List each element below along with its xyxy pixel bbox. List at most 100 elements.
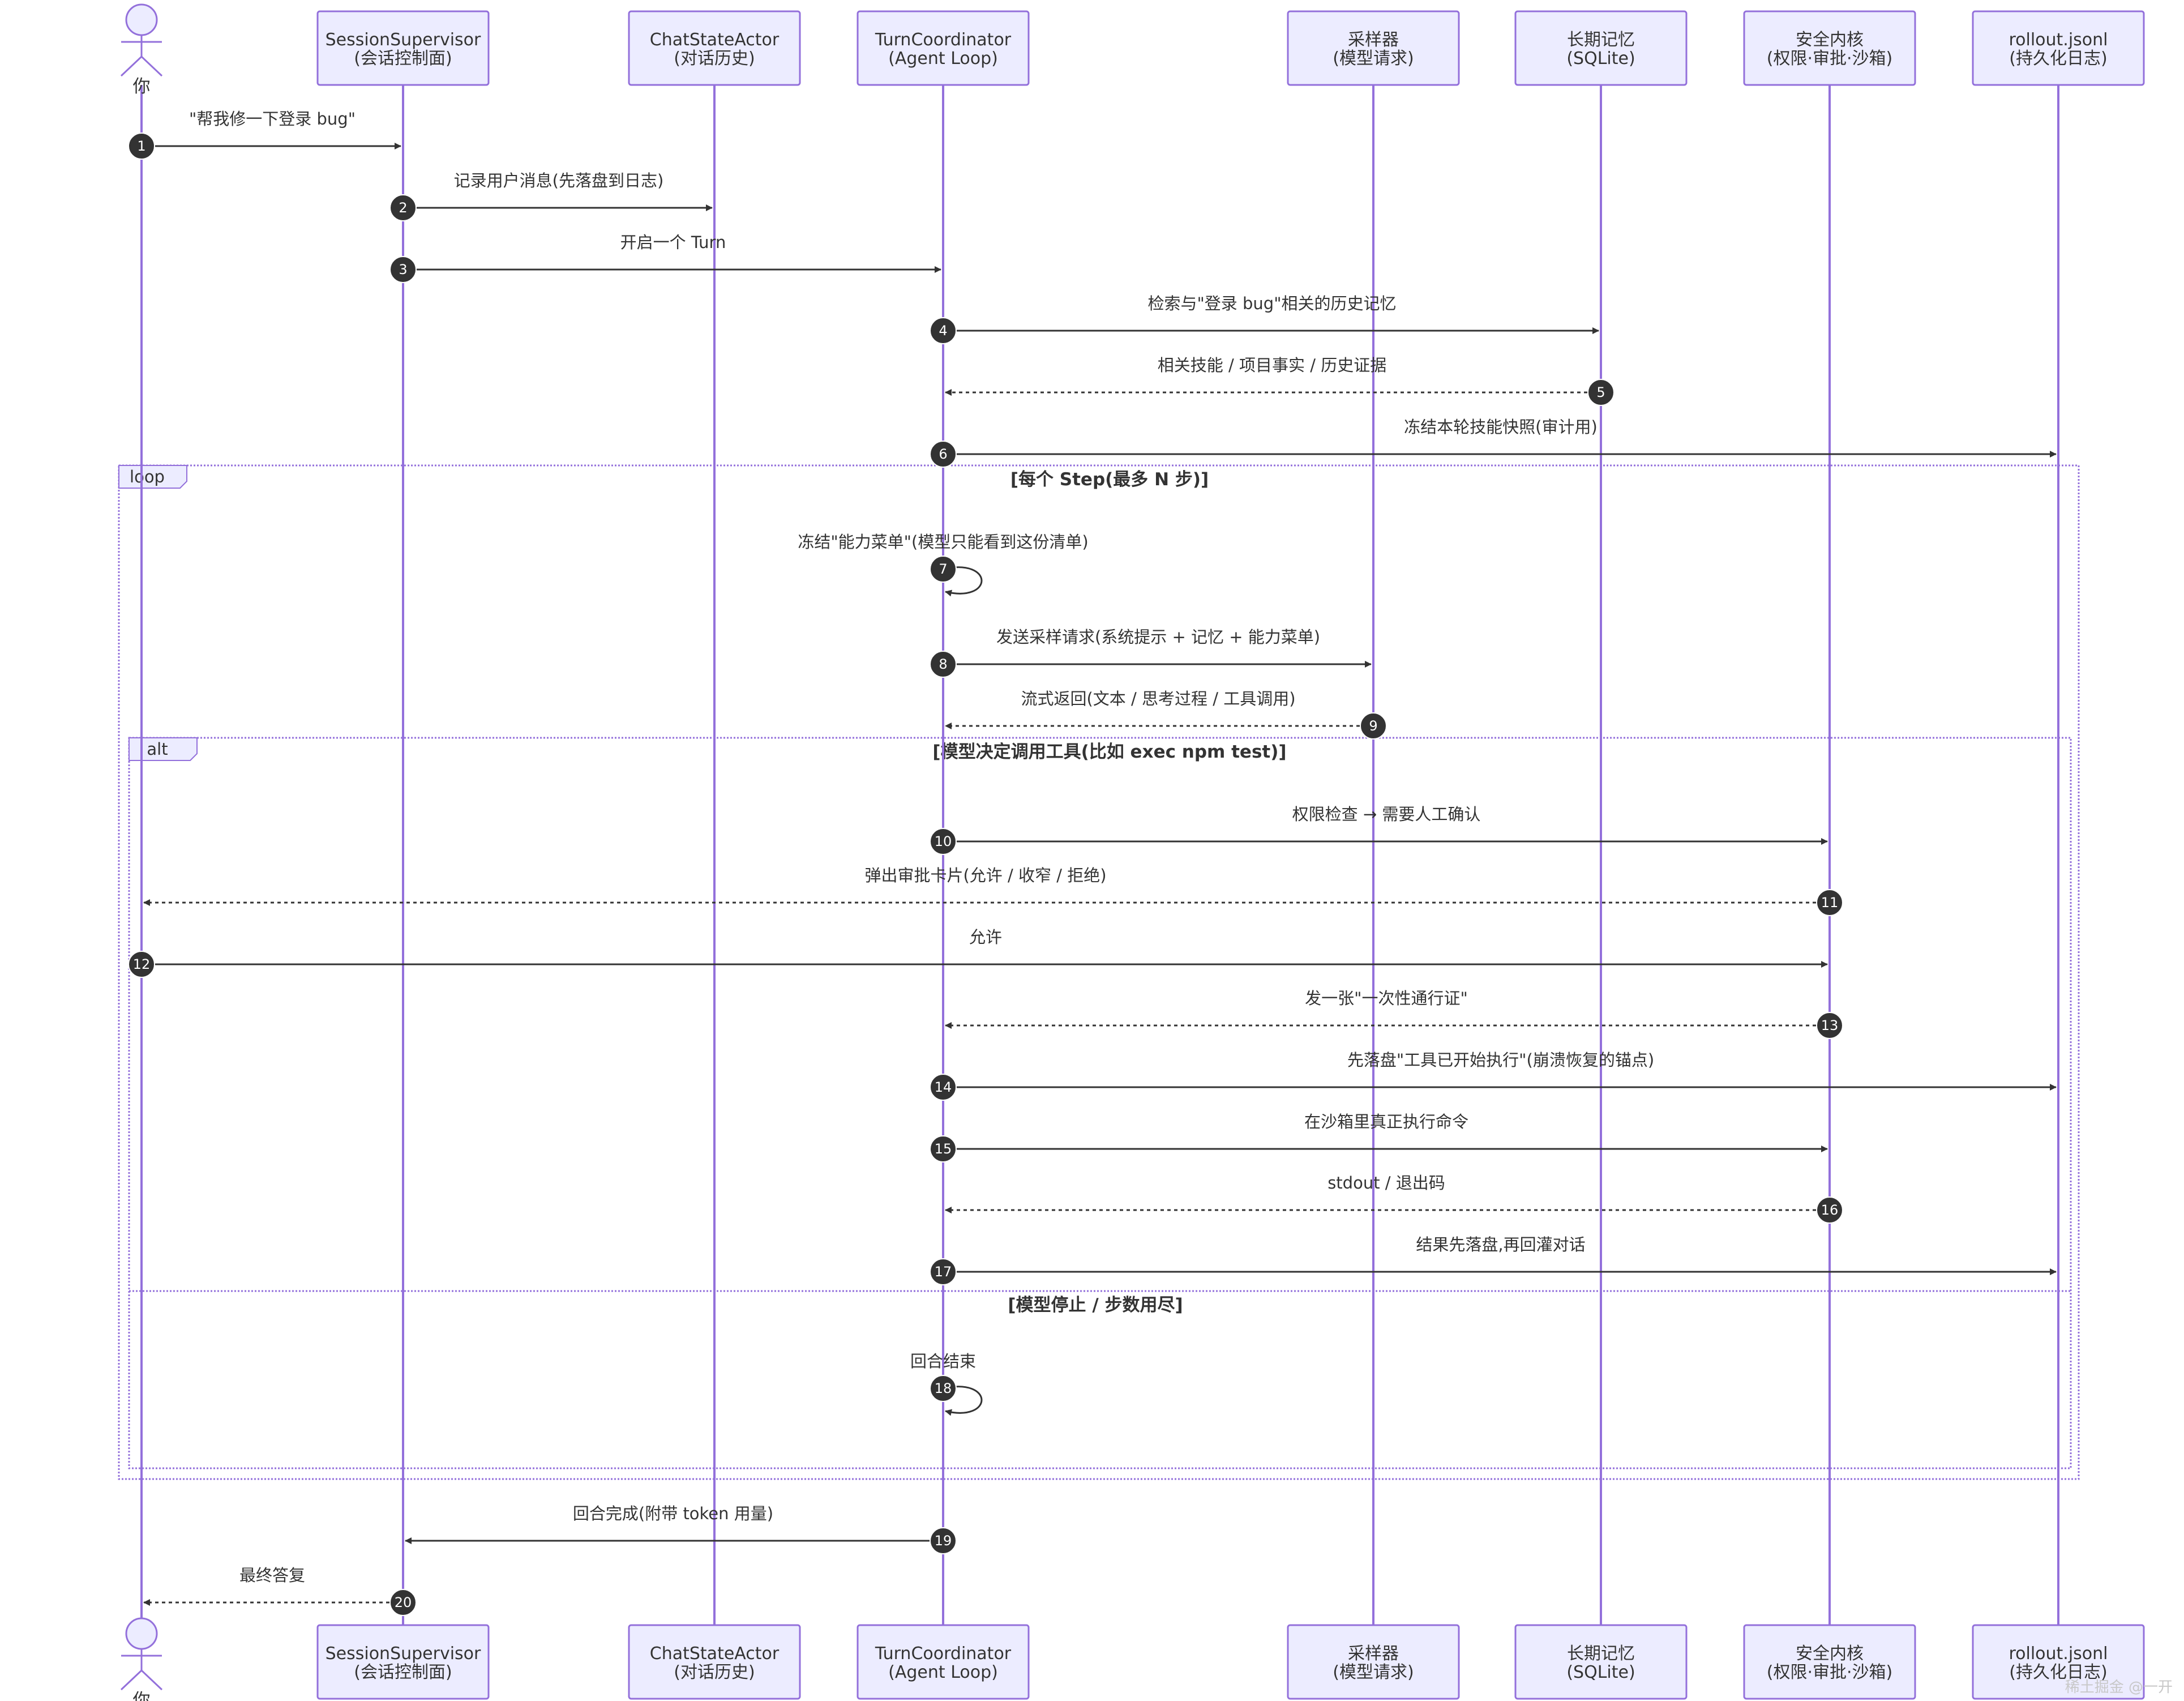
watermark: 稀土掘金 @一开 bbox=[2065, 1679, 2173, 1696]
participant-name: 安全内核 bbox=[1796, 1644, 1864, 1664]
participant-heads: 你SessionSupervisor(会话控制面)ChatStateActor(… bbox=[120, 3, 2145, 1701]
participant-chatstate-bottom: ChatStateActor(对话历史) bbox=[628, 1624, 801, 1700]
message-20: 最终答复 20 bbox=[143, 1566, 417, 1616]
message-label: 流式返回(文本 / 思考过程 / 工具调用) bbox=[1021, 689, 1295, 708]
participant-box bbox=[857, 1624, 1030, 1700]
participant-name: 采样器 bbox=[1348, 30, 1399, 50]
lifelines-layer bbox=[140, 85, 2059, 1625]
actor-name: 你 bbox=[133, 76, 151, 97]
message-19: 回合完成(附带 token 用量)19 bbox=[405, 1504, 957, 1554]
frames-layer: loop[每个 Step(最多 N 步)]alt[模型决定调用工具(比如 exe… bbox=[118, 464, 2080, 1480]
message-14: 先落盘"工具已开始执行"(崩溃恢复的锚点)14 bbox=[930, 1050, 2057, 1101]
self-message-arrow bbox=[943, 566, 983, 597]
sequence-number-badge: 3 bbox=[389, 256, 417, 283]
participant-name: TurnCoordinator bbox=[875, 30, 1012, 50]
participant-box bbox=[628, 1624, 801, 1700]
sequence-number: 9 bbox=[1369, 718, 1377, 734]
participant-box bbox=[857, 10, 1030, 86]
participant-subtitle: (模型请求) bbox=[1333, 1662, 1414, 1682]
frame-loop-condition: [每个 Step(最多 N 步)] bbox=[1010, 469, 1209, 490]
sequence-number-badge: 6 bbox=[930, 441, 957, 468]
participant-subtitle: (SQLite) bbox=[1566, 1662, 1635, 1682]
participant-sampler-bottom: 采样器(模型请求) bbox=[1287, 1624, 1460, 1700]
sequence-number-badge: 14 bbox=[930, 1074, 957, 1101]
actor-icon bbox=[120, 1617, 163, 1691]
participant-box bbox=[1972, 10, 2145, 86]
message-label: 回合完成(附带 token 用量) bbox=[573, 1504, 773, 1523]
message-2: 记录用户消息(先落盘到日志)2 bbox=[389, 171, 713, 221]
frame-alt-tag: alt bbox=[147, 740, 168, 759]
message-label: 冻结本轮技能快照(审计用) bbox=[1404, 417, 1598, 437]
sequence-number-badge: 16 bbox=[1816, 1196, 1843, 1224]
participant-name: 安全内核 bbox=[1796, 30, 1864, 50]
actor-icon bbox=[120, 3, 163, 77]
message-label: 弹出审批卡片(允许 / 收窄 / 拒绝) bbox=[864, 866, 1106, 885]
participant-box bbox=[1972, 1624, 2145, 1700]
participant-box bbox=[628, 10, 801, 86]
participant-box bbox=[1743, 1624, 1916, 1700]
participant-subtitle: (权限·审批·沙箱) bbox=[1767, 49, 1892, 69]
participant-name: 长期记忆 bbox=[1567, 30, 1635, 50]
participant-name: 长期记忆 bbox=[1567, 1644, 1635, 1664]
sequence-number-badge: 13 bbox=[1816, 1012, 1843, 1039]
sequence-number-badge: 12 bbox=[128, 951, 155, 978]
message-label: "帮我修一下登录 bug" bbox=[189, 109, 356, 129]
participant-chatstate-top: ChatStateActor(对话历史) bbox=[628, 10, 801, 86]
sequence-number-badge: 15 bbox=[930, 1135, 957, 1163]
sequence-number: 16 bbox=[1821, 1202, 1839, 1218]
participant-name: rollout.jsonl bbox=[2009, 30, 2108, 50]
sequence-number: 12 bbox=[133, 956, 151, 972]
sequence-number: 18 bbox=[935, 1381, 952, 1396]
participant-you-top: 你 bbox=[120, 3, 163, 97]
sequence-number-badge: 7 bbox=[930, 555, 957, 583]
sequence-number: 6 bbox=[939, 446, 947, 462]
participant-box bbox=[316, 1624, 490, 1700]
message-label: 回合结束 bbox=[910, 1352, 976, 1371]
participant-subtitle: (对话历史) bbox=[674, 49, 755, 69]
message-label: 相关技能 / 项目事实 / 历史证据 bbox=[1158, 356, 1386, 375]
sequence-number: 14 bbox=[935, 1079, 952, 1095]
participant-security-bottom: 安全内核(权限·审批·沙箱) bbox=[1743, 1624, 1916, 1700]
participant-name: SessionSupervisor bbox=[326, 30, 481, 50]
message-8: 发送采样请求(系统提示 + 记忆 + 能力菜单)8 bbox=[930, 627, 1372, 678]
actor-name: 你 bbox=[133, 1690, 151, 1701]
sequence-number-badge: 20 bbox=[389, 1589, 417, 1616]
participant-subtitle: (模型请求) bbox=[1333, 49, 1414, 69]
sequence-number-badge: 5 bbox=[1587, 379, 1615, 406]
participant-subtitle: (会话控制面) bbox=[354, 49, 452, 69]
sequence-number: 5 bbox=[1596, 384, 1605, 400]
participant-turn-bottom: TurnCoordinator(Agent Loop) bbox=[857, 1624, 1030, 1700]
sequence-number-badge: 1 bbox=[128, 133, 155, 160]
participant-name: TurnCoordinator bbox=[875, 1644, 1012, 1664]
sequence-number-badge: 11 bbox=[1816, 889, 1843, 916]
participant-subtitle: (对话历史) bbox=[674, 1662, 755, 1682]
message-7: 冻结"能力菜单"(模型只能看到这份清单) 7 bbox=[798, 532, 1089, 597]
participant-subtitle: (Agent Loop) bbox=[888, 1662, 998, 1682]
message-5: 相关技能 / 项目事实 / 历史证据 5 bbox=[945, 356, 1615, 406]
participant-name: ChatStateActor bbox=[650, 1644, 780, 1664]
message-15: 在沙箱里真正执行命令 15 bbox=[930, 1112, 1828, 1163]
sequence-number-badge: 18 bbox=[930, 1375, 957, 1402]
sequence-number: 13 bbox=[1821, 1018, 1839, 1033]
sequence-number: 11 bbox=[1821, 895, 1839, 911]
participant-name: rollout.jsonl bbox=[2009, 1644, 2108, 1664]
participant-security-top: 安全内核(权限·审批·沙箱) bbox=[1743, 10, 1916, 86]
message-label: 发送采样请求(系统提示 + 记忆 + 能力菜单) bbox=[996, 627, 1320, 647]
sequence-number-badge: 4 bbox=[930, 317, 957, 344]
message-label: 在沙箱里真正执行命令 bbox=[1304, 1112, 1468, 1131]
message-6: 冻结本轮技能快照(审计用) 6 bbox=[930, 417, 2057, 468]
frame-loop-tag-box bbox=[118, 465, 187, 489]
message-label: 开启一个 Turn bbox=[620, 233, 726, 252]
participant-supervisor-top: SessionSupervisor(会话控制面) bbox=[316, 10, 490, 86]
message-label: 检索与"登录 bug"相关的历史记忆 bbox=[1147, 294, 1396, 313]
participant-subtitle: (权限·审批·沙箱) bbox=[1767, 1662, 1892, 1682]
message-label: 最终答复 bbox=[239, 1566, 305, 1585]
participant-supervisor-bottom: SessionSupervisor(会话控制面) bbox=[316, 1624, 490, 1700]
message-18: 回合结束 18 bbox=[910, 1352, 983, 1416]
message-label: 冻结"能力菜单"(模型只能看到这份清单) bbox=[798, 532, 1088, 552]
sequence-number-badge: 2 bbox=[389, 194, 417, 221]
participant-name: ChatStateActor bbox=[650, 30, 780, 50]
